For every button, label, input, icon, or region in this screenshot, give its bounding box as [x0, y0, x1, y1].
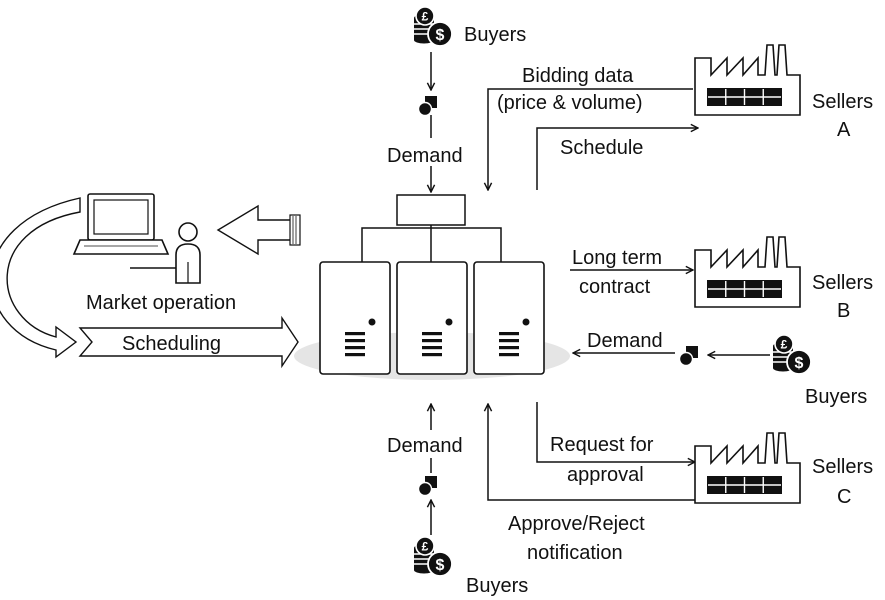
demand-top-label: Demand — [387, 145, 463, 167]
long-term-label-1: Long term — [572, 247, 662, 269]
request-label-1: Request for — [550, 434, 654, 456]
circle-square-icon — [417, 475, 438, 497]
bidding-arrow — [488, 88, 693, 190]
schedule-arrow — [536, 128, 698, 190]
buyers-right-label: Buyers — [805, 386, 867, 408]
buyers-top-label: Buyers — [464, 24, 526, 46]
request-arrow — [536, 402, 695, 462]
bidding-label-2: (price & volume) — [497, 92, 643, 114]
sellers-c-label-1: Sellers — [812, 456, 873, 478]
scheduling-label: Scheduling — [122, 333, 221, 355]
coins-icon — [772, 334, 812, 375]
server-icon — [319, 261, 391, 375]
long-term-label-2: contract — [579, 276, 651, 298]
sellers-a-label-1: Sellers — [812, 91, 873, 113]
person-icon — [130, 222, 201, 284]
coins-icon — [413, 536, 453, 577]
approve-arrow — [488, 404, 695, 501]
factory-icon — [694, 44, 801, 116]
bidding-label-1: Bidding data — [522, 65, 634, 87]
sellers-b-label-2: B — [837, 300, 850, 322]
demand-right-label: Demand — [587, 330, 663, 352]
laptop-icon — [72, 193, 170, 255]
circle-square-icon — [417, 95, 438, 117]
approve-label-2: notification — [527, 542, 623, 564]
factory-icon — [694, 432, 801, 504]
factory-icon — [694, 236, 801, 308]
server-icon — [473, 261, 545, 375]
sellers-a-label-2: A — [837, 119, 851, 141]
coins-icon — [413, 6, 453, 47]
sellers-c-label-2: C — [837, 486, 851, 508]
server-icon — [396, 261, 468, 375]
buyers-bottom-label: Buyers — [466, 575, 528, 597]
circle-square-icon — [678, 345, 699, 367]
server-connector-lines — [361, 194, 502, 262]
curved-arrow — [0, 197, 81, 359]
approve-label-1: Approve/Reject — [508, 513, 645, 535]
schedule-label: Schedule — [560, 137, 643, 159]
scheduling-arrow — [78, 315, 299, 369]
demand-bottom-label: Demand — [387, 435, 463, 457]
input-hollow-arrow — [216, 204, 301, 256]
request-label-2: approval — [567, 464, 644, 486]
market-operation-label: Market operation — [86, 292, 236, 314]
sellers-b-label-1: Sellers — [812, 272, 873, 294]
